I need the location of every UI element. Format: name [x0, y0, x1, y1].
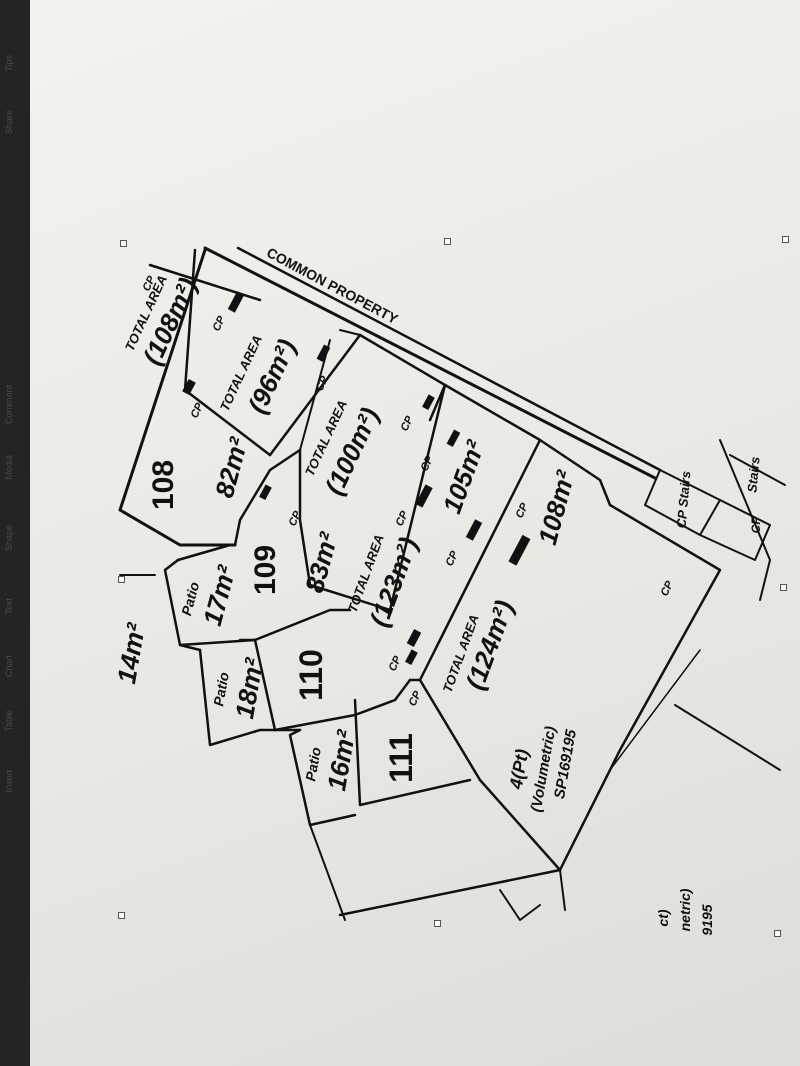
resize-handle-middle-right[interactable] — [780, 584, 787, 591]
resize-handle-middle-left[interactable] — [118, 576, 125, 583]
cp-label: CP — [444, 549, 462, 569]
lot-108-area: 82m² — [209, 433, 254, 501]
cp-label: CP — [407, 689, 425, 709]
lot-108-number: 108 — [147, 460, 180, 510]
cp-label: CP — [659, 579, 677, 599]
lot-109-number: 109 — [249, 545, 282, 595]
cp-label: CP — [399, 414, 417, 434]
edge-text-1: ct) — [655, 909, 671, 926]
patio-17-area: 17m² — [197, 561, 242, 629]
patio-16-area: 16m² — [321, 727, 361, 793]
resize-handle-top-middle[interactable] — [444, 238, 451, 245]
lot-4-label: 4(Pt) — [506, 748, 533, 792]
cp-label: CP — [211, 314, 229, 334]
lot-111-number: 111 — [383, 733, 419, 783]
resize-handle-bottom-middle[interactable] — [434, 920, 441, 927]
edge-text-3: 9195 — [699, 904, 715, 935]
lot-110-number: 110 — [293, 649, 329, 701]
app-toolbar: Insert Table Chart Text Shape Media Comm… — [0, 0, 30, 1066]
cp-label: CP — [387, 654, 405, 674]
cp-label: CP — [419, 454, 437, 474]
edge-text-2: netric) — [677, 888, 693, 931]
resize-handle-bottom-right[interactable] — [774, 930, 781, 937]
patio-18-label: Patio — [210, 670, 232, 707]
area-14-label: 14m² — [111, 620, 151, 686]
area-108b-value: 108m² — [532, 466, 581, 548]
volumetric-label: (Volumetric) — [528, 725, 560, 814]
resize-handle-top-left[interactable] — [120, 240, 127, 247]
cp-label: CP — [394, 509, 412, 529]
patio-18-area: 18m² — [229, 655, 269, 721]
resize-handle-bottom-left[interactable] — [118, 912, 125, 919]
lot-109-area: 83m² — [299, 528, 344, 596]
cp-label: CP — [514, 501, 532, 521]
stairs-partial-label: Stairs — [744, 456, 762, 493]
area-105-value: 105m² — [437, 435, 491, 517]
patio-16-label: Patio — [302, 745, 324, 782]
resize-handle-top-right[interactable] — [782, 236, 789, 243]
cp-label: CP — [749, 516, 763, 534]
cp-stairs-label: CP Stairs — [674, 470, 694, 528]
